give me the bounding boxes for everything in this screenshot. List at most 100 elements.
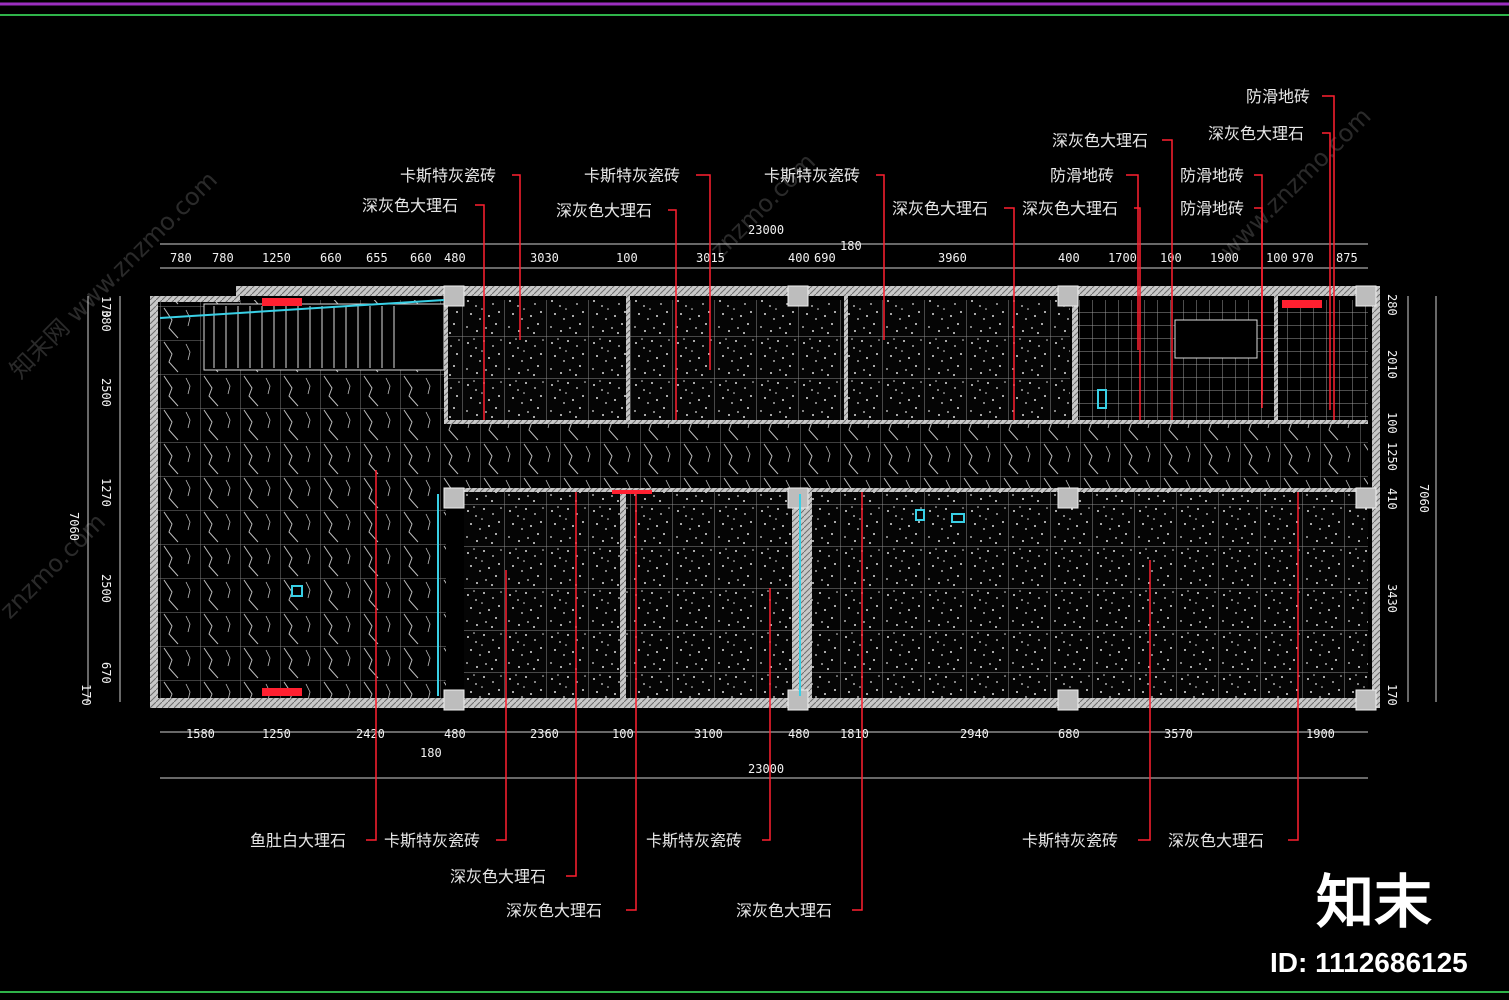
dimension-bottom: 1580 <box>186 727 215 741</box>
material-label: 卡斯特灰瓷砖 <box>384 831 480 850</box>
tile-room-upper-1 <box>446 300 626 420</box>
dimension-top: 3030 <box>530 251 559 265</box>
material-labels-bottom: 鱼肚白大理石 卡斯特灰瓷砖 深灰色大理石 深灰色大理石 卡斯特灰瓷砖 深灰色大理… <box>250 831 1264 920</box>
dimension-right: 2010 <box>1385 350 1399 379</box>
dimension-bottom: 480 <box>788 727 810 741</box>
antislip-room-1 <box>1078 300 1274 420</box>
dimension-top: 660 <box>410 251 432 265</box>
material-label: 深灰色大理石 <box>736 901 832 920</box>
material-label: 防滑地砖 <box>1180 199 1244 218</box>
material-label: 鱼肚白大理石 <box>250 831 346 850</box>
dimension-right: 280 <box>1385 294 1399 316</box>
dimension-bottom: 480 <box>444 727 466 741</box>
dimension-top: 780 <box>212 251 234 265</box>
cyan-accent-marks <box>159 299 1107 696</box>
dimension-top: 3960 <box>938 251 967 265</box>
material-label: 深灰色大理石 <box>450 867 546 886</box>
dimension-bottom-small: 180 <box>420 746 442 760</box>
material-label: 防滑地砖 <box>1050 166 1114 185</box>
dimension-top: 1250 <box>262 251 291 265</box>
tile-room-lower-2 <box>626 492 792 698</box>
dimension-top: 100 <box>1266 251 1288 265</box>
material-label: 深灰色大理石 <box>556 201 652 220</box>
material-label: 深灰色大理石 <box>1208 124 1304 143</box>
floor-plan <box>150 285 1380 711</box>
dimension-top: 1900 <box>1210 251 1239 265</box>
brand-id-text: ID: 1112686125 <box>1270 947 1468 978</box>
dimension-bottom: 1250 <box>262 727 291 741</box>
dimension-bottom: 1810 <box>840 727 869 741</box>
material-label: 卡斯特灰瓷砖 <box>646 831 742 850</box>
dimension-bottom: 3100 <box>694 727 723 741</box>
dimension-top: 875 <box>1336 251 1358 265</box>
material-label: 防滑地砖 <box>1246 87 1310 106</box>
dimension-left: 2500 <box>99 378 113 407</box>
dimension-left: 170 <box>79 684 93 706</box>
dimension-column-right: 280 2010 100 1250 410 3430 170 <box>1385 294 1399 706</box>
dimension-right: 100 <box>1385 412 1399 434</box>
tile-room-lower-1 <box>464 492 620 698</box>
dimension-left: 670 <box>99 662 113 684</box>
dimension-bottom: 2940 <box>960 727 989 741</box>
material-label: 防滑地砖 <box>1180 166 1244 185</box>
tile-room-upper-3 <box>848 300 1070 420</box>
material-label: 深灰色大理石 <box>892 199 988 218</box>
dimension-right: 3430 <box>1385 584 1399 613</box>
dimension-column-left: 170 380 2500 1270 2500 670 170 <box>79 296 113 706</box>
dimension-right: 170 <box>1385 684 1399 706</box>
stair-treads <box>213 306 395 368</box>
dimension-row-bottom: 1580 1250 2420 480 2360 100 3100 480 181… <box>186 727 1335 741</box>
material-label: 深灰色大理石 <box>1052 131 1148 150</box>
dimension-right-outer: 7060 <box>1417 484 1431 513</box>
dimension-left-outer: 7060 <box>67 512 81 541</box>
watermark: znzmo.com <box>0 508 111 625</box>
dimension-bottom: 3570 <box>1164 727 1193 741</box>
material-label: 深灰色大理石 <box>362 196 458 215</box>
material-label: 卡斯特灰瓷砖 <box>400 166 496 185</box>
material-label: 卡斯特灰瓷砖 <box>1022 831 1118 850</box>
fixture <box>1174 319 1258 359</box>
dimension-right: 1250 <box>1385 442 1399 471</box>
dimension-top-small: 180 <box>840 239 862 253</box>
material-label: 卡斯特灰瓷砖 <box>764 166 860 185</box>
brand-logo-text: 知末 <box>1316 868 1432 936</box>
dimension-bottom: 2360 <box>530 727 559 741</box>
material-label: 深灰色大理石 <box>1168 831 1264 850</box>
leader-lines <box>366 95 1335 911</box>
dimension-top: 400 <box>1058 251 1080 265</box>
dimension-bottom: 2420 <box>356 727 385 741</box>
dimension-lines <box>87 243 1437 779</box>
dimension-top: 780 <box>170 251 192 265</box>
dimension-top: 660 <box>320 251 342 265</box>
material-label: 深灰色大理石 <box>506 901 602 920</box>
dimension-top: 400 <box>788 251 810 265</box>
dimension-bottom: 100 <box>612 727 634 741</box>
dimension-top: 100 <box>616 251 638 265</box>
material-label: 深灰色大理石 <box>1022 199 1118 218</box>
staircase <box>203 303 445 371</box>
dimension-left: 1270 <box>99 478 113 507</box>
dimension-top: 480 <box>444 251 466 265</box>
dimension-overall-top: 23000 <box>748 223 784 237</box>
structural-columns <box>443 285 1377 711</box>
dimension-overall-bottom: 23000 <box>748 762 784 776</box>
dimension-bottom: 680 <box>1058 727 1080 741</box>
red-accent-marks <box>262 298 1322 696</box>
dimension-top: 100 <box>1160 251 1182 265</box>
dimension-top: 970 <box>1292 251 1314 265</box>
tile-room-lower-3 <box>812 492 1368 698</box>
dimension-left: 2500 <box>99 574 113 603</box>
dimension-bottom: 1900 <box>1306 727 1335 741</box>
material-label: 卡斯特灰瓷砖 <box>584 166 680 185</box>
antislip-room-2 <box>1278 300 1368 420</box>
dimension-left: 380 <box>99 310 113 332</box>
dimension-top: 1700 <box>1108 251 1137 265</box>
corridor <box>446 424 1368 488</box>
dimension-left: 170 <box>99 296 113 318</box>
dimension-row-top: 780 780 1250 660 655 660 480 3030 100 30… <box>170 251 1358 265</box>
dimension-right: 410 <box>1385 488 1399 510</box>
dimension-top: 655 <box>366 251 388 265</box>
dimension-top: 690 <box>814 251 836 265</box>
tile-room-upper-2 <box>630 300 844 420</box>
